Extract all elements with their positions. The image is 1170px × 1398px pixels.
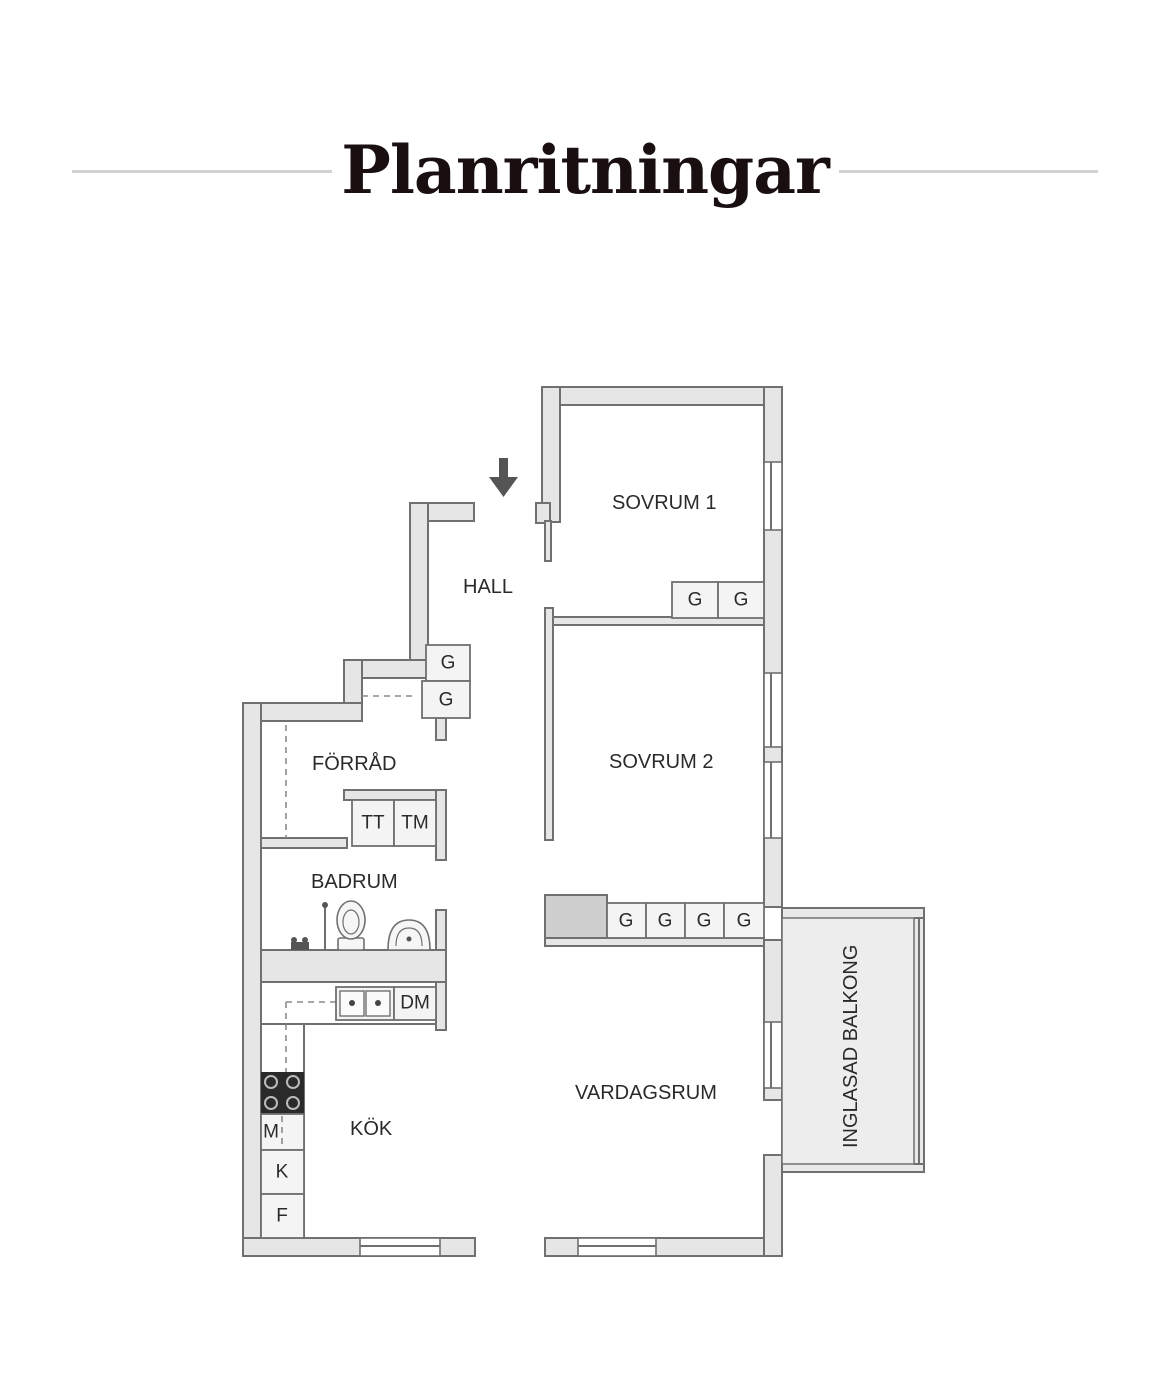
garderob-label: G [439,690,454,711]
kitchen-fixtures: DM M K F [260,986,437,1239]
torktumlare-label: TT [361,813,385,834]
title-rule-left [72,170,332,173]
window-sovrum2-b [763,761,783,839]
garderobes-sovrum2: G G G G [606,902,765,939]
wall-right-bottom [763,1154,783,1257]
kitchen-sink-icon [335,986,395,1021]
page-header: Planritningar [0,110,1170,230]
garderobes-sovrum1: G G [671,581,765,619]
window-sovrum1 [763,461,783,531]
interior-walls [260,502,765,1031]
garderob-label: G [688,590,703,611]
title-rule-right [839,170,1098,173]
forrad-shelves [285,695,412,838]
window-vardagsrum [763,1021,783,1089]
wall-tt-right [435,789,447,861]
wall-entry-door [544,520,552,562]
wall-sovrum2-bottom [544,937,765,947]
room-label-kok: KÖK [350,1118,393,1140]
garderob-label: G [734,590,749,611]
room-label-sovrum1: SOVRUM 1 [612,492,716,514]
shower-mixer-icon [291,937,309,950]
page-title: Planritningar [341,131,830,209]
garderob-label: G [441,653,456,674]
entrance-arrow-icon [489,458,518,497]
garderobes-hall: G G [421,644,471,719]
wall-entry-jamb [535,502,551,524]
room-label-badrum: BADRUM [311,871,398,893]
window-sovrum2-a [763,672,783,748]
tvattmaskin-label: TM [401,813,428,834]
balcony [781,907,925,1173]
stove-icon [261,1072,304,1114]
wall-top-sovrum1 [541,386,783,406]
wall-badrum-bottom [260,949,447,983]
kyl-label: K [276,1162,289,1183]
garderob-label: G [697,911,712,932]
room-label-balkong: INGLASAD BALKONG [840,945,862,1148]
wall-left-sovrum1 [541,386,561,523]
bathroom-fixtures [291,900,431,951]
garderob-label: G [737,911,752,932]
toilet-icon [336,900,366,951]
frys-label: F [276,1206,288,1227]
room-label-vardagsrum: VARDAGSRUM [575,1082,717,1104]
wall-hall-g-stub [435,717,447,741]
room-label-forrad: FÖRRÅD [312,752,396,775]
wall-left [242,702,262,1257]
wall-sovrum2-left [544,607,554,841]
mikro-label: M [263,1122,279,1143]
windows [359,461,783,1257]
exterior-walls [242,386,783,1257]
room-label-sovrum2: SOVRUM 2 [609,751,713,773]
sink-icon [387,919,431,951]
garderob-label: G [619,911,634,932]
room-label-hall: HALL [463,576,513,598]
wall-forrad-bottom [260,837,348,849]
wall-tt-top [343,789,447,801]
diskmaskin-label: DM [400,993,430,1014]
garderob-label: G [658,911,673,932]
laundry-machines: TT TM [351,799,437,847]
room-labels: SOVRUM 1 HALL SOVRUM 2 FÖRRÅD BADRUM KÖK… [311,492,862,1148]
